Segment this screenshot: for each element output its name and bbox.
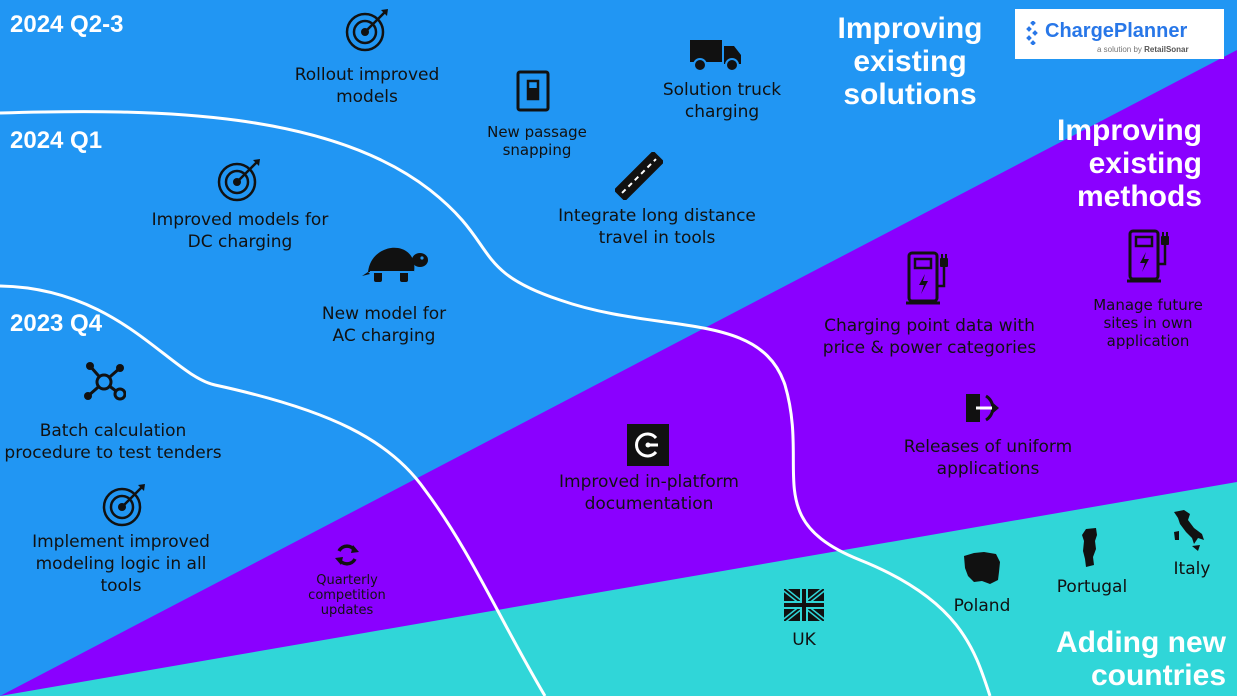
item-integrate-long-distance: Integrate long distance travel in tools xyxy=(558,206,756,248)
logo-tagline-prefix: a solution by xyxy=(1097,45,1142,54)
zone-title-countries: Adding new countries xyxy=(1056,626,1226,692)
portugal-map-icon xyxy=(1082,528,1097,567)
network-icon xyxy=(84,362,126,401)
switch-icon xyxy=(516,70,550,112)
timeline-curve-2024-q1 xyxy=(0,110,992,696)
poland-map-icon xyxy=(964,552,1000,584)
export-icon xyxy=(966,394,999,422)
item-improved-models-dc: Improved models for DC charging xyxy=(151,210,329,252)
timeline-curve-2023-q4 xyxy=(0,284,547,696)
zone-title-solutions: Improving existing solutions xyxy=(837,12,983,111)
period-label-2023-q4: 2023 Q4 xyxy=(10,310,103,337)
refresh-icon xyxy=(335,544,359,566)
item-new-model-ac: New model for AC charging xyxy=(321,304,447,346)
road-icon xyxy=(615,152,663,200)
uk-flag-icon xyxy=(784,589,824,621)
zone-title-methods: Improving existing methods xyxy=(1056,114,1202,213)
countries-zone xyxy=(0,482,1237,696)
item-new-passage-snapping: New passage snapping xyxy=(487,123,587,159)
target-icon xyxy=(217,159,260,202)
target-icon xyxy=(102,484,145,527)
truck-icon xyxy=(690,40,741,72)
methods-zone xyxy=(0,50,1237,696)
country-portugal: Portugal xyxy=(1056,577,1128,597)
period-label-2024-q2-3: 2024 Q2-3 xyxy=(10,11,124,38)
item-improved-documentation: Improved in-platform documentation xyxy=(559,472,739,514)
logo-name: ChargePlanner xyxy=(1045,20,1188,42)
logo-mark-icon xyxy=(1026,21,1038,45)
item-batch-calculation: Batch calculation procedure to test tend… xyxy=(4,421,222,463)
period-label-2024-q1: 2024 Q1 xyxy=(10,127,103,154)
item-releases-uniform-applications: Releases of uniform applications xyxy=(903,437,1073,479)
item-solution-truck-charging: Solution truck charging xyxy=(662,80,782,122)
turtle-icon xyxy=(362,247,428,282)
logo-tagline: a solution by RetailSonar xyxy=(1097,45,1189,54)
country-italy: Italy xyxy=(1173,559,1211,579)
italy-map-icon xyxy=(1174,510,1204,551)
target-icon xyxy=(345,9,388,52)
ev-charger-icon xyxy=(906,251,948,305)
documentation-logo-icon xyxy=(627,424,669,466)
chargeplanner-logo: ChargePlanner a solution by RetailSonar xyxy=(1015,9,1224,59)
item-charging-point-data: Charging point data with price & power c… xyxy=(822,316,1037,358)
item-quarterly-competition: Quarterly competition updates xyxy=(308,573,386,618)
item-rollout-improved-models: Rollout improved models xyxy=(294,65,440,107)
logo-tagline-brand: RetailSonar xyxy=(1144,45,1189,54)
item-manage-future-sites: Manage future sites in own application xyxy=(1093,296,1203,350)
ev-charger-icon xyxy=(1127,229,1169,283)
item-implement-modeling-logic: Implement improved modeling logic in all… xyxy=(32,532,210,596)
country-poland: Poland xyxy=(953,596,1011,616)
country-uk: UK xyxy=(792,630,816,650)
